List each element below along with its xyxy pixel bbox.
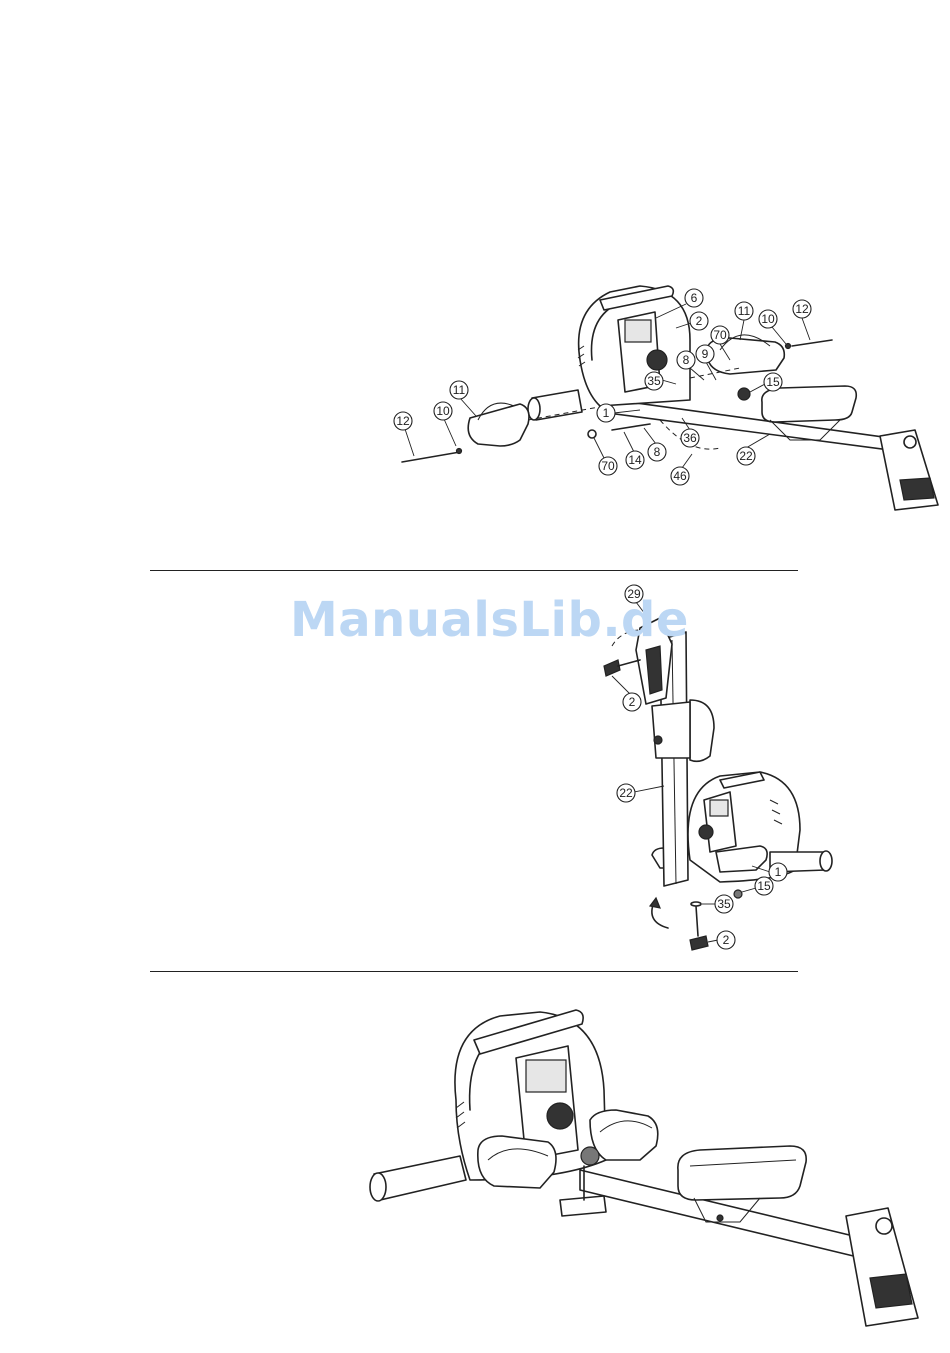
callout-46: 46 [671,454,692,485]
callout-22: 22 [617,784,664,802]
divider-top [150,570,798,571]
assembled-rear-knob [876,1218,892,1234]
svg-text:36: 36 [683,431,697,445]
callout-11-left: 11 [450,381,476,416]
assembled-rail-bolt [717,1215,723,1221]
svg-text:10: 10 [436,404,450,418]
svg-text:2: 2 [629,695,636,709]
svg-text:35: 35 [647,374,661,388]
svg-text:11: 11 [453,383,466,397]
bolt-15 [734,890,742,898]
callout-22-top: 22 [737,434,770,465]
washer-35 [691,902,701,906]
svg-text:10: 10 [761,312,775,326]
top-knob-shaft [618,660,640,666]
seat-roller [654,736,662,744]
svg-text:2: 2 [723,933,730,947]
right-axle-bolt [792,340,832,346]
step1-exploded-view: 6 2 11 10 12 8 9 70 35 15 1 36 22 11 10 … [0,270,950,530]
seat [762,386,856,422]
svg-text:8: 8 [654,445,661,459]
svg-text:70: 70 [713,328,727,342]
folded-seat-front [652,702,690,758]
callout-11-right: 11 [735,302,753,340]
svg-text:2: 2 [696,314,703,328]
step3-assembled-view [0,1005,950,1340]
svg-text:11: 11 [738,304,751,318]
folded-monitor-display [710,800,728,816]
tension-knob [647,350,667,370]
svg-text:12: 12 [795,302,809,316]
left-axle-bolt [402,452,460,462]
watermark: ManualsLib.de [290,592,670,656]
assembled-center-knob [581,1147,599,1165]
assembled-tension-knob [547,1103,573,1129]
svg-text:22: 22 [739,449,753,463]
svg-text:8: 8 [683,353,690,367]
callout-15-top: 15 [750,373,782,392]
assembled-monitor-display [526,1060,566,1092]
callout-8-left: 8 [644,428,666,461]
left-pedal [468,404,529,446]
folded-seat [690,700,714,761]
washer-left [457,449,462,454]
assembled-pedal-left [478,1136,556,1188]
bottom-knob [690,936,708,950]
assembled-pedal-right [590,1110,658,1160]
callout-12-left: 12 [394,412,414,456]
bottom-knob-shaft [696,906,698,936]
svg-text:15: 15 [766,375,780,389]
callout-12-right: 12 [793,300,811,340]
step1-diagram: 6 2 11 10 12 8 9 70 35 15 1 36 22 11 10 … [0,270,950,530]
svg-text:12: 12 [396,414,410,428]
svg-text:22: 22 [619,786,633,800]
callout-10-left: 10 [434,402,456,446]
svg-text:9: 9 [702,347,709,361]
callout-35: 35 [702,895,733,913]
rotate-arrowhead [650,898,660,908]
top-knob [604,660,620,676]
svg-text:6: 6 [691,291,698,305]
washer-right [786,344,791,349]
callout-10-right: 10 [759,310,786,344]
callout-14: 14 [624,432,644,469]
assembled-front-tube [374,1156,466,1200]
rear-stand-knob [904,436,916,448]
divider-bottom [150,971,798,972]
knob-screw [738,388,750,400]
step3-diagram [0,1005,950,1340]
svg-text:46: 46 [673,469,687,483]
assembled-rear-grip [870,1274,912,1308]
folded-tension-knob [699,825,713,839]
left-cap [588,430,596,438]
svg-text:1: 1 [603,406,610,420]
folded-front-tube-end [820,851,832,871]
callout-2-lower: 2 [708,931,735,949]
svg-text:15: 15 [757,879,771,893]
assembled-seat [678,1146,806,1200]
callout-2-upper: 2 [612,676,641,711]
svg-text:70: 70 [601,459,615,473]
callout-70-left: 70 [594,438,617,475]
svg-text:14: 14 [628,453,642,467]
svg-text:1: 1 [775,865,782,879]
rear-stand-grip [900,478,934,500]
svg-text:35: 35 [717,897,731,911]
monitor-display [625,320,651,342]
assembled-front-tube-end [370,1173,386,1201]
assembled-front-foot [560,1196,606,1216]
